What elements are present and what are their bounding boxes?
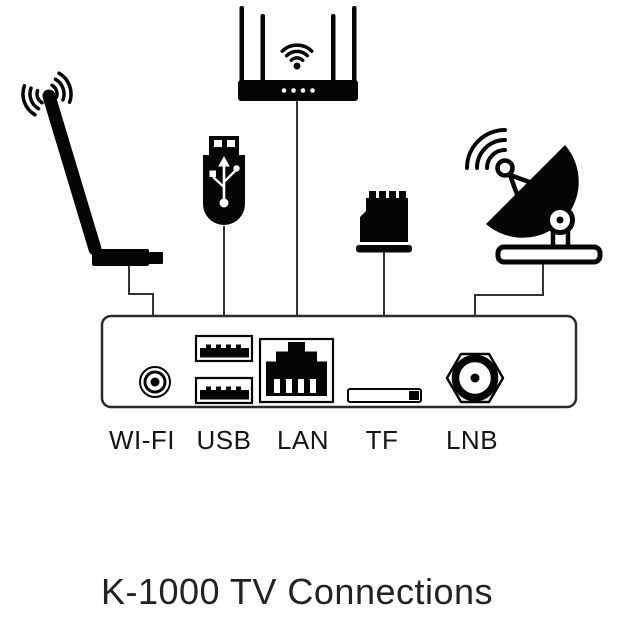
port-label-wifi: WI-FI (108, 425, 176, 455)
port-label-tf: TF (365, 425, 399, 455)
router-leds (281, 88, 315, 93)
usb-port-top (194, 334, 254, 363)
port-label-lnb: LNB (445, 425, 499, 455)
wifi-antenna-icon (21, 71, 163, 266)
wifi-port-connector (139, 366, 171, 398)
tf-card-icon (356, 191, 412, 253)
stb-rear-panel (100, 314, 578, 409)
port-label-usb: USB (196, 425, 252, 455)
lnb-connector (445, 352, 505, 404)
lan-port (258, 337, 335, 404)
satellite-dish-icon (465, 128, 603, 265)
port-label-lan: LAN (276, 425, 330, 455)
usb-flash-drive-icon (203, 136, 245, 225)
usb-ports (194, 334, 254, 405)
signal-waves-icon (21, 71, 73, 117)
usb-trident-icon (209, 156, 240, 208)
usb-port-bottom (194, 376, 254, 405)
wifi-signal-icon (280, 43, 314, 63)
wireless-router-icon (238, 6, 358, 101)
diagram-title: K-1000 TV Connections (100, 571, 494, 612)
tf-slot (347, 388, 422, 403)
signal-waves-icon (465, 128, 507, 170)
